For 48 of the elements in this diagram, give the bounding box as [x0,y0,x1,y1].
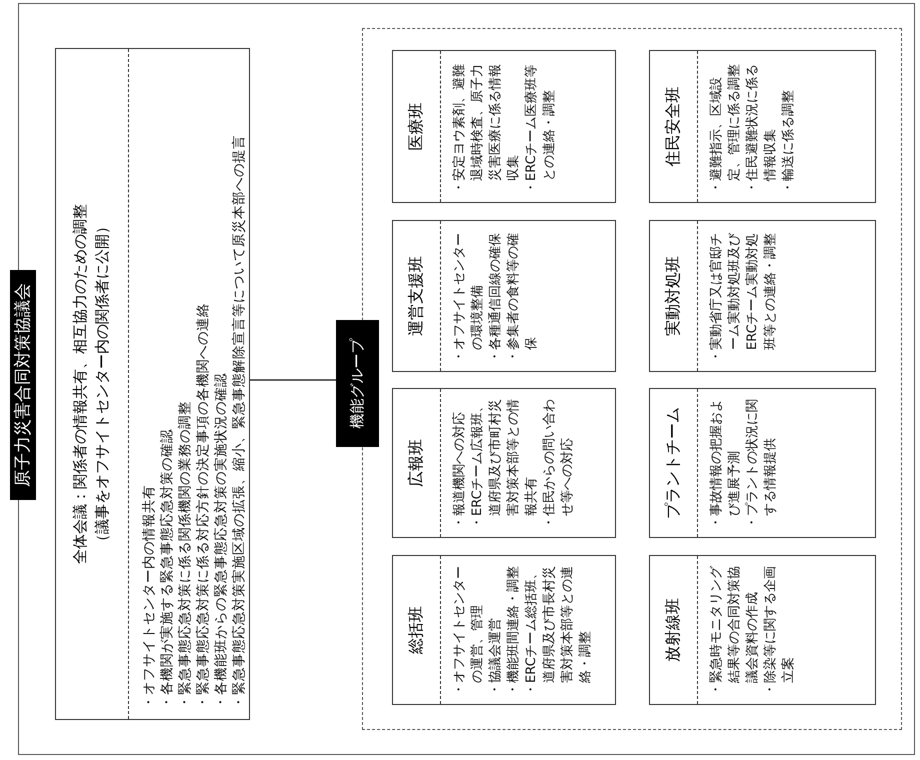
team-name: プラントチーム [663,407,683,519]
team-box [649,388,876,538]
connector-line [250,379,336,381]
team-name: 実動対処班 [663,256,683,336]
duty-item: ・各種通信回線の確保 [487,232,504,363]
team-box [392,555,616,705]
group-label: 機能グループ [336,320,379,447]
duty-item: ・協議会運営 [487,617,504,696]
heading-text: 全体会議：関係者の情報共有、相互協力のための調整 [70,203,90,566]
council-box [55,48,250,720]
duty-item: ・オフサイトセンター内の情報共有 [140,484,158,709]
duty-item: ・各機関が実施する緊急事態応急対策の確認 [158,428,176,709]
duty-item: ・実動省庁又は官邸チーム実動対処班及びERCチーム実動対処班等との連絡・調整 [708,232,779,363]
team-box [649,220,876,372]
team-box [649,555,876,705]
title-label: 原子力災害合同対策協議会 [10,270,36,500]
duty-item: ・安定ヨウ素剤、避難退域時検査、原子力災害医療に係る情報収集 [451,63,522,194]
team-box [392,388,616,538]
duty-item: ・報道機関への対応 [451,411,468,529]
duty-item: ・除染等に関する企画立案 [762,565,797,696]
duty-item: ・緊急事態応急対策実施区域の拡張、縮小、緊急事態解除宣言等について原災本部への提言 [230,134,248,709]
duty-item: ・ERCチーム総括班、道府県及び市長村災害対策本部等との連絡・調整 [523,565,594,696]
duty-item: ・機能班間連絡・調整 [505,565,522,696]
duty-item: ・オフサイトセンターの環境整備 [451,232,486,363]
duty-item: ・参集者の食料等の確保 [505,232,540,363]
duty-item: ・ERCチーム医療班等との連絡・調整 [523,63,558,194]
duty-item: ・住民からの問い合わせ等への対応 [541,398,576,529]
team-name: 住民安全班 [663,86,683,166]
duty-item: ・緊急事態応急対策に係る対応方針の決定事項の各機関への連絡 [194,302,212,709]
duty-item: ・避難指示、区域設定、管理に係る調整 [708,63,743,194]
duty-item: ・事故情報の把握および進展予測 [708,398,743,529]
team-name: 医療班 [406,102,426,150]
duty-item: ・緊急時モニタリング結果等の合同対策協議会資料の作成 [708,564,761,696]
duty-item: ・各機能班からの緊急事態応急対策の実施状況の確認 [212,372,230,709]
duty-item: ・輸送に係る調整 [780,89,797,194]
duty-item: ・緊急事態応急対策に係る関係機関の業務の調整 [176,400,194,709]
heading-text: （議事をオフサイトセンター内の関係者に公開） [92,218,112,551]
duty-item: ・ERCチーム広報班、道府県及び市町村災害対策本部等との情報共有 [469,398,540,529]
team-box [392,220,616,372]
team-name: 運営支援班 [406,256,426,336]
team-name: 広報班 [406,439,426,487]
team-name: 放射線班 [663,598,683,662]
team-name: 総括班 [406,606,426,654]
duty-item: ・オフサイトセンターの運営、管理 [451,565,486,696]
team-box [392,50,616,203]
duty-item: ・住民避難状況に係る情報収集 [744,63,779,194]
duty-item: ・プラントの状況に関する情報提供 [744,398,779,529]
team-box [649,50,876,203]
